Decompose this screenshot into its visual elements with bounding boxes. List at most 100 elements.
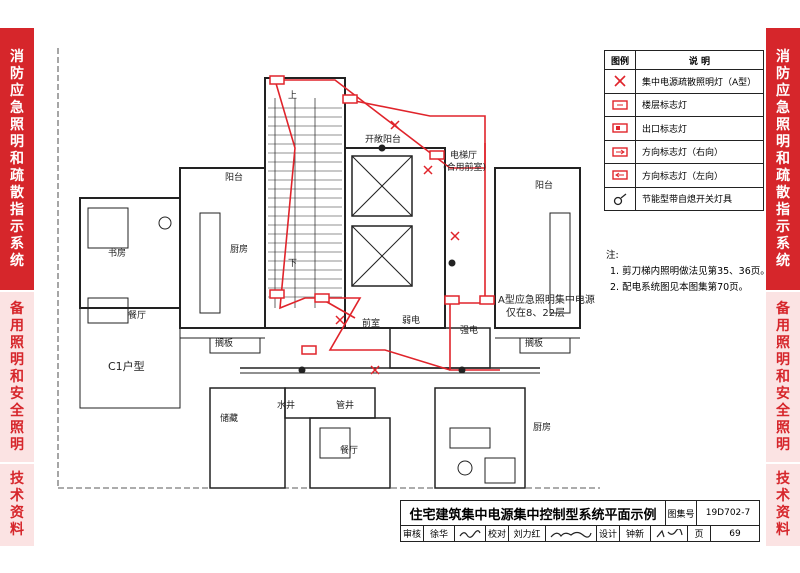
direction-sign-icon — [301, 345, 317, 355]
x-lamp-icon — [370, 365, 380, 375]
legend-row: 方向标志灯（左向） — [605, 163, 763, 187]
legend-row: 节能型带自熄开关灯具 — [605, 186, 763, 210]
label-source-note-1: A型应急照明集中电源 — [498, 293, 595, 306]
note-item: 1. 剪刀梯内照明做法见第35、36页。 — [610, 266, 770, 277]
sidebar-left-label-2: 备用照明和安全照明 — [10, 300, 24, 453]
label-shelf-right: 搁板 — [525, 337, 543, 349]
label-balcony-right: 阳台 — [535, 179, 553, 191]
direction-sign-icon — [444, 295, 460, 305]
drawing-title: 住宅建筑集中电源集中控制型系统平面示例 — [401, 501, 666, 525]
switch-lamp-icon — [298, 366, 306, 374]
legend-desc: 楼层标志灯 — [642, 101, 688, 112]
sidebar-right-label-1: 消防应急照明和疏散指示系统 — [776, 48, 790, 269]
legend-desc: 节能型带自熄开关灯具 — [642, 195, 733, 206]
label-elevator-hall-sub: (合用前室) — [443, 161, 486, 173]
legend-desc: 出口标志灯 — [642, 124, 688, 135]
signature-icon — [459, 529, 481, 538]
circuit-lines — [274, 79, 500, 371]
switch-lamp-icon — [378, 144, 386, 152]
legend-header-symbol-text: 图例 — [610, 56, 629, 67]
checker-name: 刘力红 — [509, 526, 546, 541]
label-pipe-well: 管井 — [336, 399, 354, 411]
atlas-label: 图集号 — [666, 501, 697, 525]
notes-title: 注: — [606, 250, 619, 261]
design-label: 设计 — [597, 526, 620, 541]
sidebar-left-label-1: 消防应急照明和疏散指示系统 — [10, 48, 24, 269]
label-strong-well: 强电 — [460, 324, 478, 336]
floor-sign-icon — [269, 75, 285, 85]
switch-lamp-icon — [448, 259, 456, 267]
label-shelf-left: 搁板 — [215, 337, 233, 349]
designer-signature — [651, 526, 688, 541]
label-elevator-hall: 电梯厅 — [450, 149, 477, 161]
legend-table: 图例 说 明 集中电源疏散照明灯（A型） 楼层标志灯 出口标志灯 方向标志灯（右… — [604, 50, 764, 211]
right-arrow-sign-icon — [612, 147, 628, 157]
page-label: 页 — [688, 526, 711, 541]
switch-lamp-icon — [613, 193, 627, 205]
sidebar-left-label-3: 技术资料 — [10, 471, 24, 538]
floor-sign-icon — [612, 100, 628, 110]
switch-lamps — [298, 144, 466, 374]
label-source-note-2: 仅在8、22层 — [506, 307, 565, 319]
title-block: 住宅建筑集中电源集中控制型系统平面示例 图集号 19D702-7 审核 徐华 校… — [400, 500, 760, 546]
note-item: 2. 配电系统图见本图集第70页。 — [610, 282, 749, 293]
reviewer-name: 徐华 — [424, 526, 455, 541]
legend-desc: 方向标志灯（右向） — [642, 148, 724, 159]
floor-sign-icon — [479, 295, 495, 305]
sidebar-left-section-tech: 技术资料 — [0, 464, 34, 546]
label-stair-down: 下 — [288, 259, 297, 269]
label-power-well: 弱电 — [402, 314, 420, 326]
x-lamp-icon — [335, 315, 345, 325]
legend-row: 方向标志灯（右向） — [605, 139, 763, 163]
label-stair-up: 上 — [288, 90, 297, 101]
sidebar-left-section-backup: 备用照明和安全照明 — [0, 292, 34, 462]
legend-header-symbol: 图例 — [605, 51, 636, 69]
label-dining-bottom: 餐厅 — [340, 444, 358, 456]
review-label: 审核 — [401, 526, 424, 541]
direction-sign-icon — [269, 289, 285, 299]
legend-row: 出口标志灯 — [605, 116, 763, 140]
sidebar-left-section-emergency: 消防应急照明和疏散指示系统 — [0, 28, 34, 290]
sidebar-right-section-tech: 技术资料 — [766, 464, 800, 546]
label-unit-type: C1户型 — [108, 359, 145, 373]
signature-icon — [656, 528, 683, 537]
sidebar-right-section-backup: 备用照明和安全照明 — [766, 292, 800, 462]
plan-symbols — [269, 75, 495, 375]
exit-sign-icon — [429, 150, 445, 160]
label-storage: 储藏 — [220, 412, 238, 424]
sidebar-right-label-2: 备用照明和安全照明 — [776, 300, 790, 453]
x-lamp-icon — [614, 75, 626, 87]
x-lamp-icon — [450, 231, 460, 241]
designer-name: 钟新 — [620, 526, 651, 541]
label-front-room: 前室 — [362, 317, 380, 329]
check-label: 校对 — [486, 526, 509, 541]
legend-header-desc: 说 明 — [688, 56, 711, 67]
signature-icon — [550, 531, 592, 538]
label-kitchen-right: 厨房 — [533, 421, 551, 433]
legend-header: 图例 说 明 — [605, 51, 763, 69]
direction-sign-icon — [314, 293, 330, 303]
floor-plan: 开敞阳台 电梯厅 (合用前室) 阳台 阳台 书房 厨房 厨房 餐厅 餐厅 C1户… — [57, 48, 600, 489]
left-arrow-sign-icon — [612, 170, 628, 180]
sidebar-right-section-emergency: 消防应急照明和疏散指示系统 — [766, 28, 800, 290]
notes: 注: 1. 剪刀梯内照明做法见第35、36页。 2. 配电系统图见本图集第70页… — [606, 248, 770, 296]
atlas-number: 19D702-7 — [705, 508, 751, 518]
legend-row: 楼层标志灯 — [605, 92, 763, 116]
x-lamp-icon — [423, 165, 433, 175]
switch-lamp-icon — [458, 366, 466, 374]
label-study: 书房 — [108, 247, 126, 259]
label-balcony-left: 阳台 — [225, 171, 243, 183]
exit-sign-icon — [342, 94, 358, 104]
sidebar-right-label-3: 技术资料 — [776, 471, 790, 538]
label-kitchen-left: 厨房 — [230, 243, 248, 255]
label-open-balcony: 开敞阳台 — [365, 133, 401, 145]
checker-signature — [546, 526, 597, 541]
reviewer-signature — [455, 526, 486, 541]
x-lamp-icon — [390, 120, 400, 130]
exit-sign-icon — [612, 123, 628, 133]
label-dining-left: 餐厅 — [128, 309, 146, 321]
legend-row: 集中电源疏散照明灯（A型） — [605, 69, 763, 93]
legend-desc: 方向标志灯（左向） — [642, 171, 724, 182]
label-water-well: 水井 — [277, 399, 295, 411]
legend-desc: 集中电源疏散照明灯（A型） — [642, 77, 757, 88]
